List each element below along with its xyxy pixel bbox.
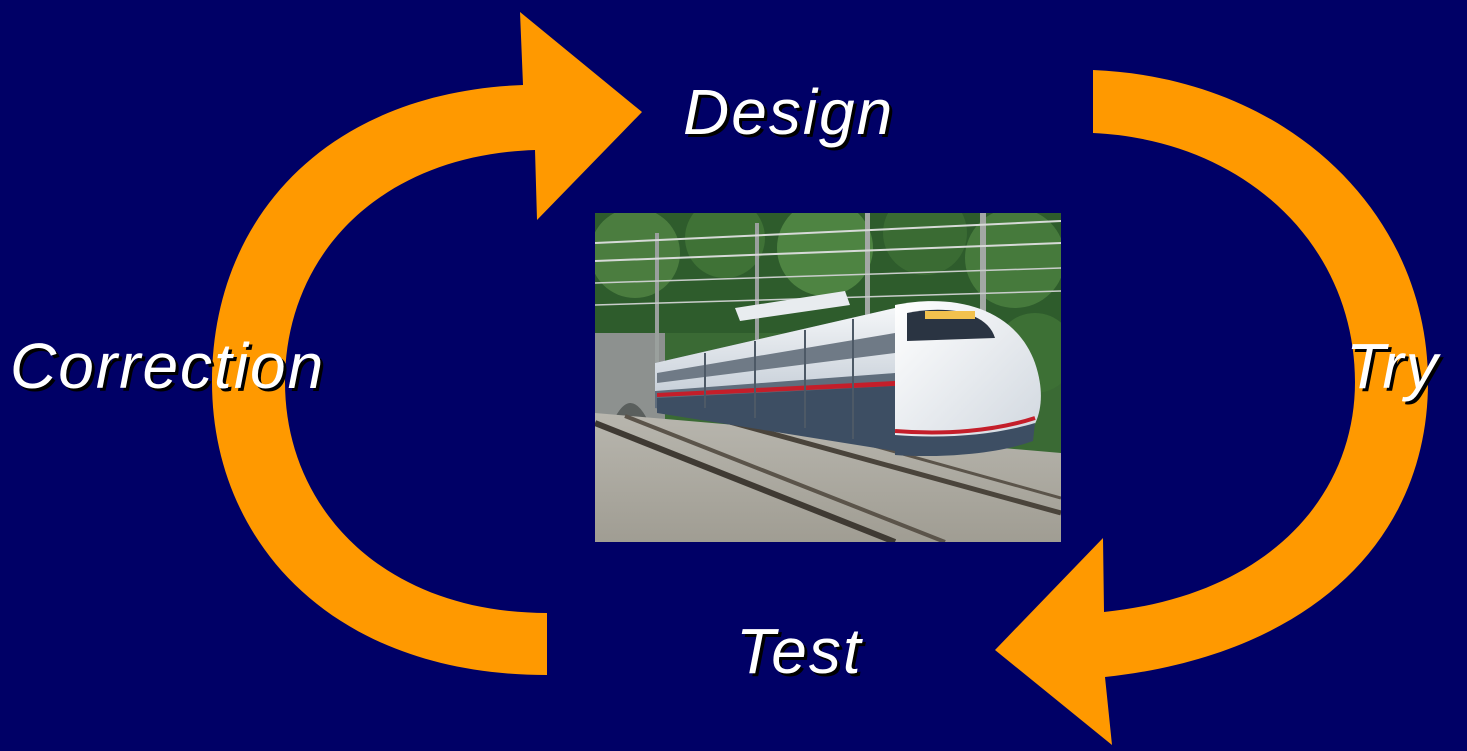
right-cycle-arrow [995, 70, 1428, 745]
bullet-train-photo [595, 213, 1061, 542]
step-label-correction: Correction [10, 330, 326, 402]
step-label-design: Design [683, 76, 895, 148]
step-label-try: Try [1346, 330, 1440, 402]
step-label-test: Test [736, 615, 863, 687]
left-cycle-arrow [212, 12, 642, 675]
